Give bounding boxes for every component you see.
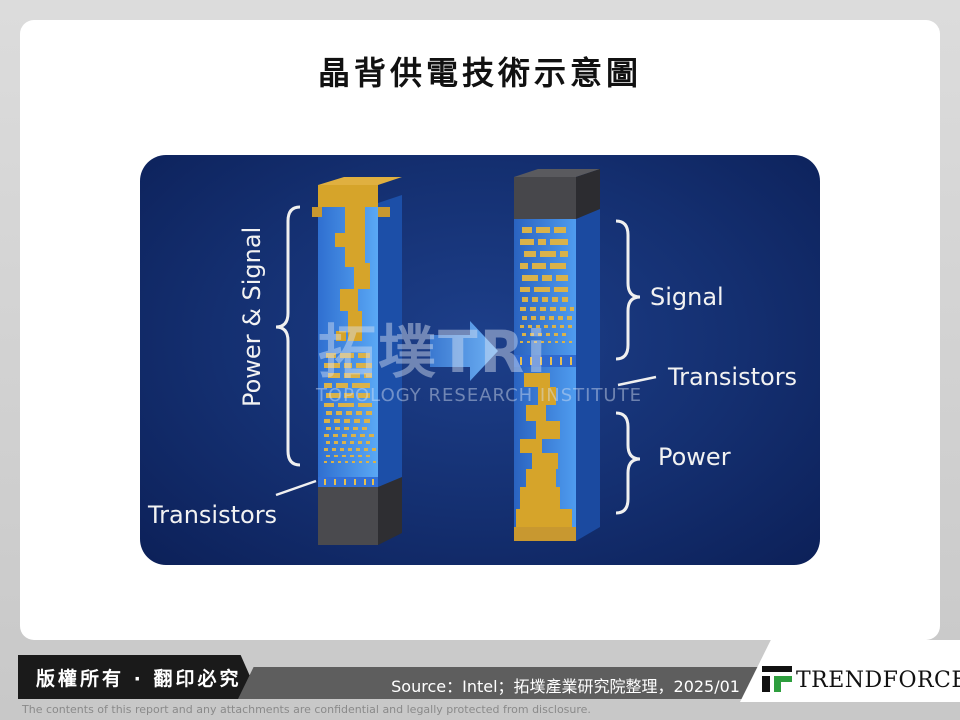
signal-brace bbox=[615, 219, 641, 361]
left-pillar-cap bbox=[318, 185, 378, 207]
right-power-base bbox=[514, 527, 576, 541]
power-signal-label: Power & Signal bbox=[238, 226, 266, 407]
right-pillar-side bbox=[576, 181, 600, 541]
right-pillar bbox=[514, 169, 600, 541]
backside-power-diagram: Power & Signal Transistors Signal Transi… bbox=[140, 155, 820, 565]
signal-label: Signal bbox=[650, 283, 724, 311]
right-transistors-pointer bbox=[617, 375, 657, 387]
left-transistors-label: Transistors bbox=[148, 501, 278, 529]
watermark: 拓墣TRi TOPOLOGY RESEARCH INSTITUTE bbox=[316, 305, 641, 415]
source-bar: Source：Intel；拓墣產業研究院整理，2025/01 bbox=[238, 667, 758, 699]
left-pillar bbox=[312, 177, 402, 545]
watermark-main: 拓墣TRi bbox=[318, 318, 549, 386]
left-silicon-base bbox=[318, 487, 378, 545]
brand-name: TRENDFORCE bbox=[796, 668, 960, 693]
source-text: Source：Intel；拓墣產業研究院整理，2025/01 bbox=[391, 677, 740, 696]
left-transistor-layer bbox=[318, 477, 378, 487]
right-transistors-label: Transistors bbox=[668, 363, 798, 391]
trendforce-logo-icon bbox=[762, 666, 792, 692]
transition-arrow bbox=[430, 321, 498, 381]
power-label: Power bbox=[658, 443, 731, 471]
watermark-sub: TOPOLOGY RESEARCH INSTITUTE bbox=[316, 385, 642, 406]
left-transistors-pointer bbox=[275, 479, 317, 497]
copyright-text: 版權所有 · 翻印必究 bbox=[36, 668, 242, 690]
copyright-tab: 版權所有 · 翻印必究 bbox=[18, 655, 260, 699]
right-signal-grid bbox=[520, 227, 574, 343]
right-silicon-top bbox=[514, 177, 576, 219]
power-signal-brace bbox=[275, 205, 301, 467]
left-interconnect-grid bbox=[324, 353, 376, 463]
diagram-graphics bbox=[275, 169, 657, 545]
left-pillar-cap-top bbox=[318, 177, 402, 185]
power-brace bbox=[615, 411, 641, 515]
page-title: 晶背供電技術示意圖 bbox=[317, 54, 642, 92]
disclaimer: The contents of this report and any atta… bbox=[22, 703, 591, 716]
left-pillar-side bbox=[378, 195, 402, 515]
